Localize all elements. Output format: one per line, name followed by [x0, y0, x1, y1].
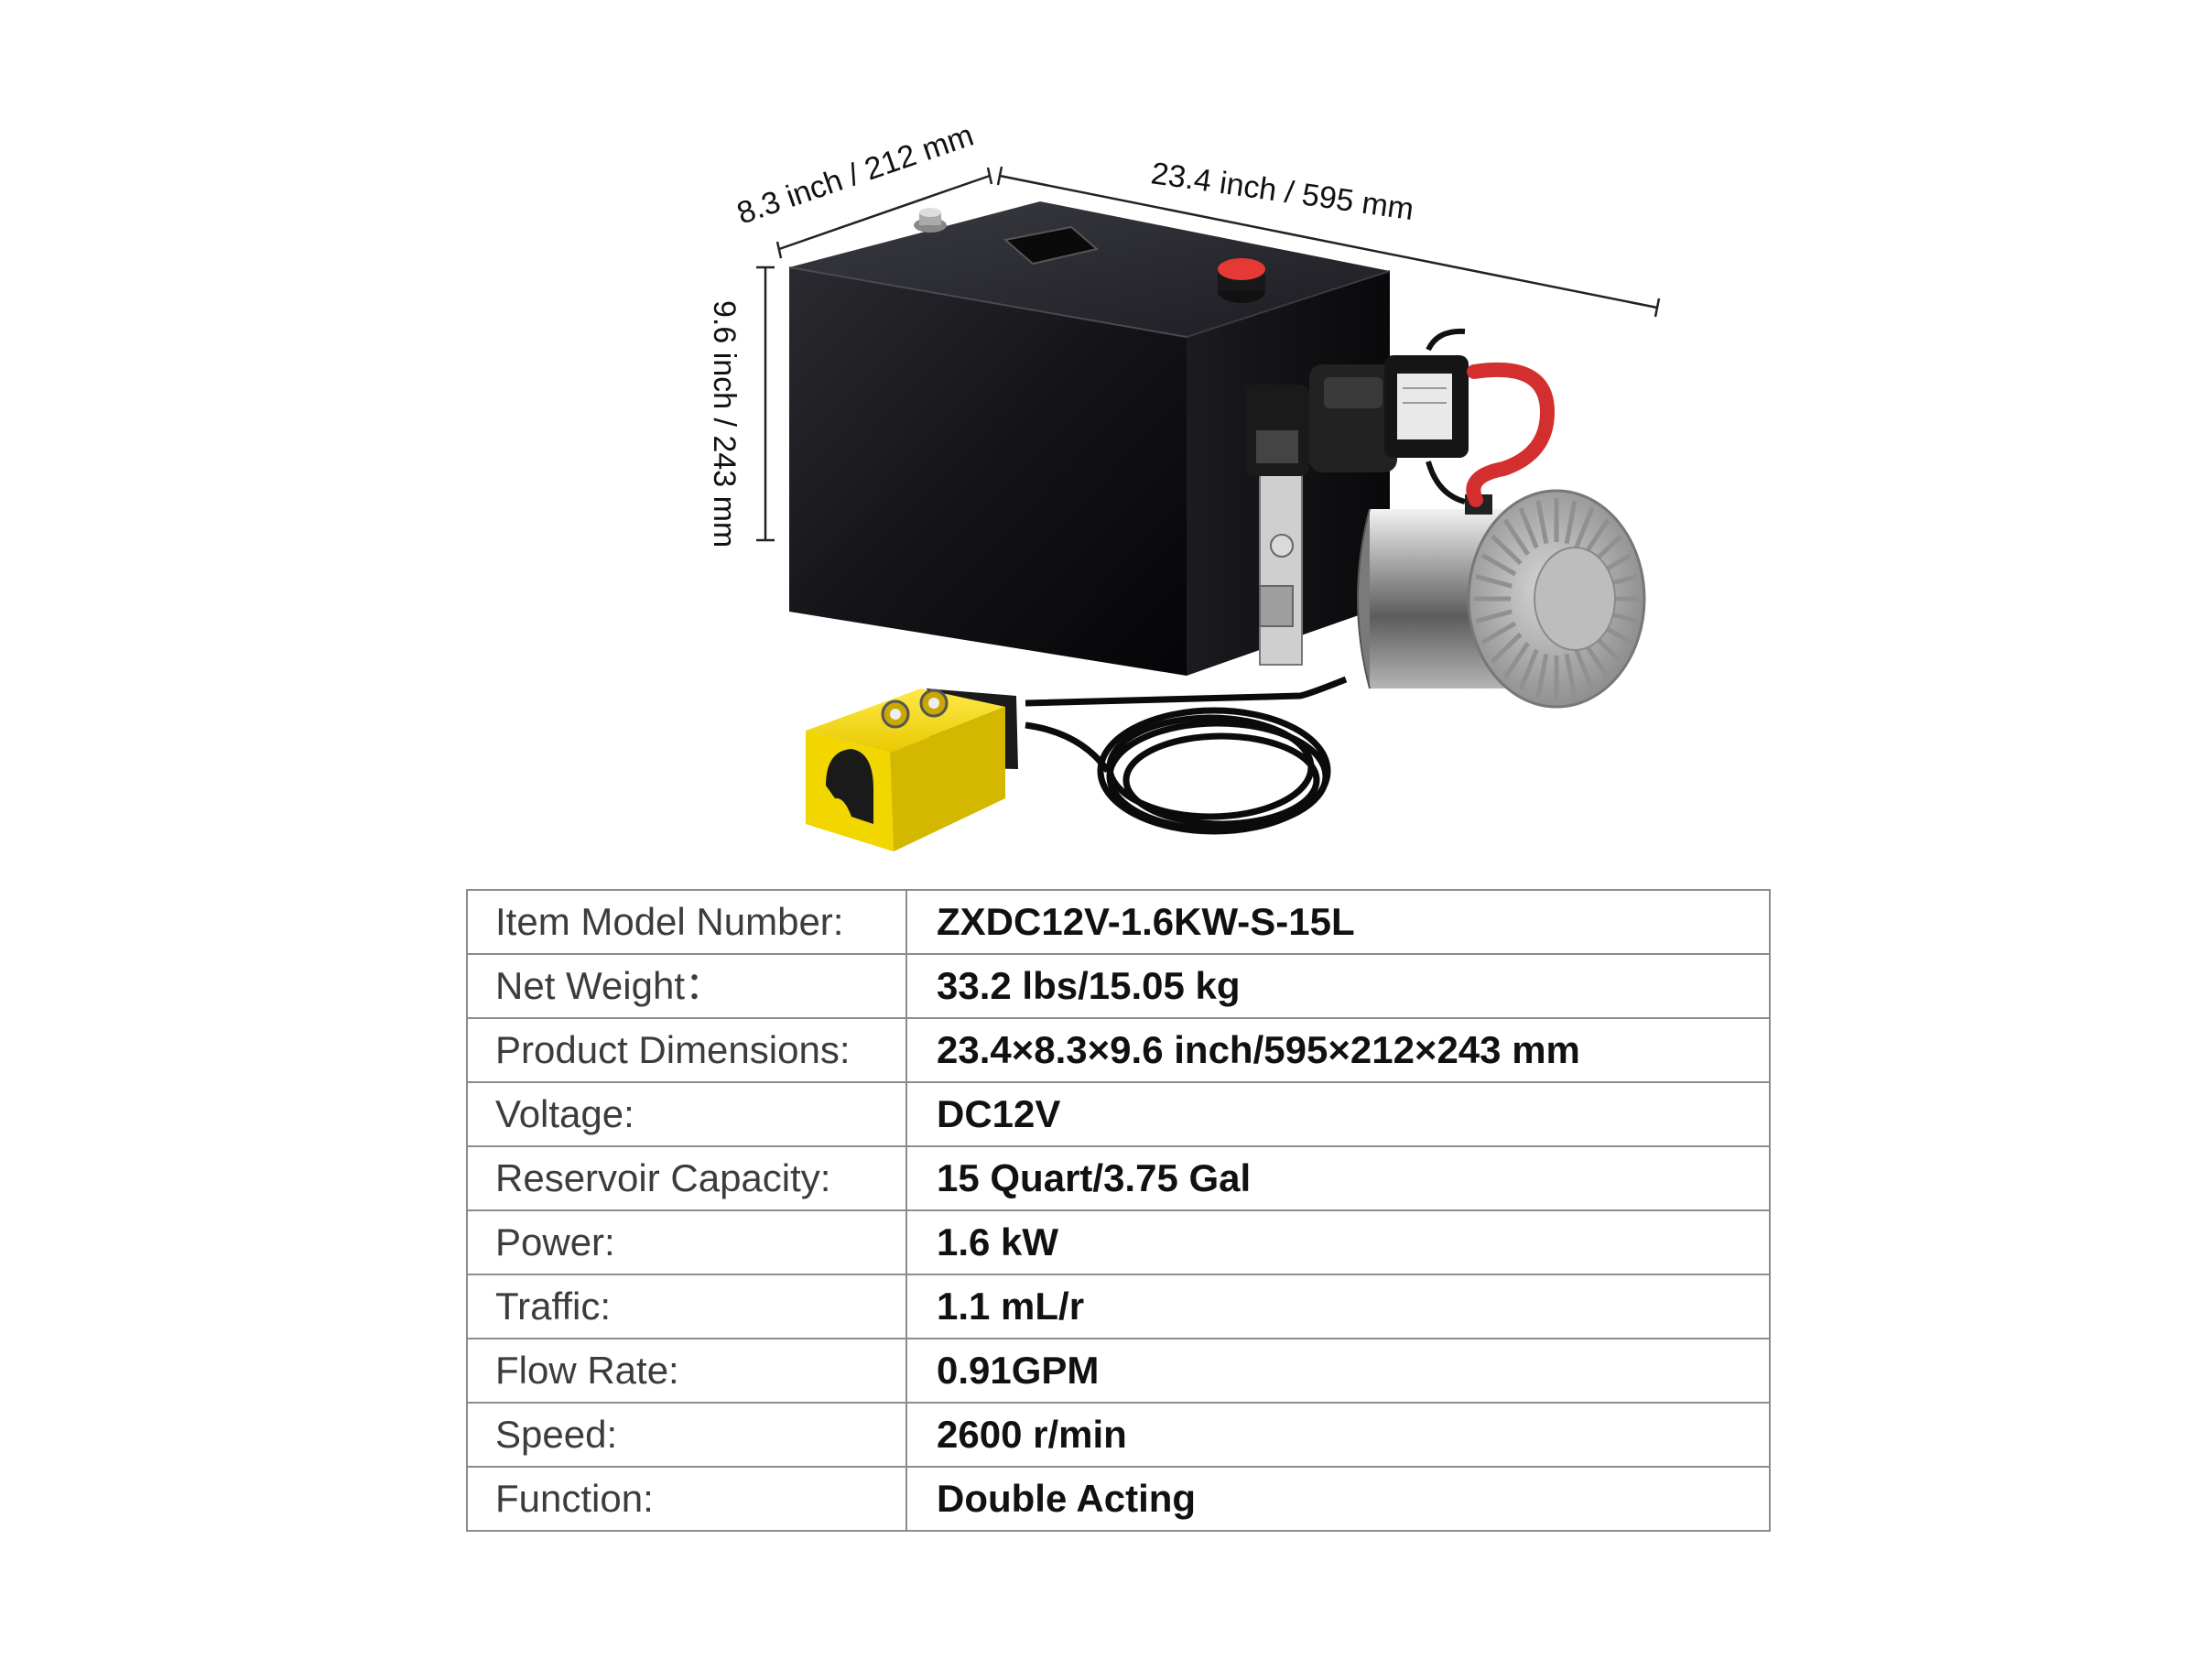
spec-label: Flow Rate:: [466, 1338, 907, 1404]
product-illustration: 8.3 inch / 212 mm 23.4 inch / 595 mm 9.6…: [707, 118, 1661, 851]
table-row: Flow Rate:0.91GPM: [466, 1338, 1771, 1404]
length-label: 23.4 inch / 595 mm: [1149, 156, 1416, 227]
table-row: Net Weight：33.2 lbs/15.05 kg: [466, 953, 1771, 1019]
table-row: Traffic:1.1 mL/r: [466, 1274, 1771, 1339]
remote-cable: [1025, 676, 1348, 835]
spec-value: ZXDC12V-1.6KW-S-15L: [905, 889, 1771, 955]
dimension-height: 9.6 inch / 243 mm: [707, 266, 775, 548]
spec-label: Function:: [466, 1466, 907, 1532]
spec-label: Item Model Number:: [466, 889, 907, 955]
height-label: 9.6 inch / 243 mm: [707, 300, 742, 548]
spec-value: Double Acting: [905, 1466, 1771, 1532]
spec-value: 2600 r/min: [905, 1402, 1771, 1468]
spec-label: Product Dimensions:: [466, 1017, 907, 1083]
spec-value: 33.2 lbs/15.05 kg: [905, 953, 1771, 1019]
spec-label: Voltage:: [466, 1081, 907, 1147]
spec-value: DC12V: [905, 1081, 1771, 1147]
red-power-cable: [1466, 362, 1556, 507]
spec-label: Speed:: [466, 1402, 907, 1468]
electric-motor: [1357, 489, 1646, 709]
spec-value: 1.6 kW: [905, 1209, 1771, 1275]
spec-value: 23.4×8.3×9.6 inch/595×212×243 mm: [905, 1017, 1771, 1083]
table-row: Function:Double Acting: [466, 1466, 1771, 1532]
spec-label: Power:: [466, 1209, 907, 1275]
table-row: Reservoir Capacity:15 Quart/3.75 Gal: [466, 1145, 1771, 1211]
spec-label: Traffic:: [466, 1274, 907, 1339]
filler-cap-icon: [1218, 258, 1265, 303]
table-row: Item Model Number:ZXDC12V-1.6KW-S-15L: [466, 889, 1771, 955]
valve-block: [1245, 355, 1469, 666]
table-row: Speed:2600 r/min: [466, 1402, 1771, 1468]
spec-label: Reservoir Capacity:: [466, 1145, 907, 1211]
table-row: Voltage:DC12V: [466, 1081, 1771, 1147]
spec-value: 1.1 mL/r: [905, 1274, 1771, 1339]
spec-value: 0.91GPM: [905, 1338, 1771, 1404]
remote-control-icon: [806, 689, 1018, 851]
spec-value: 15 Quart/3.75 Gal: [905, 1145, 1771, 1211]
spec-label: Net Weight：: [466, 953, 907, 1019]
table-row: Product Dimensions:23.4×8.3×9.6 inch/595…: [466, 1017, 1771, 1083]
table-row: Power:1.6 kW: [466, 1209, 1771, 1275]
